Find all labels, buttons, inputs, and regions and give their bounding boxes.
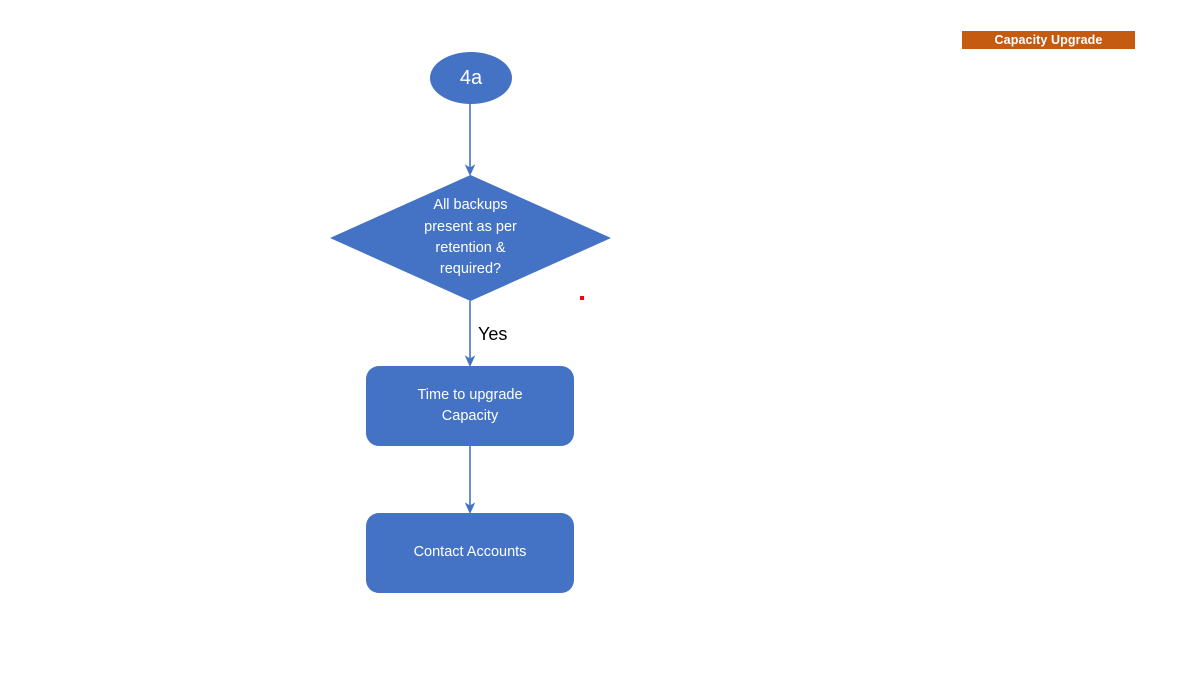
- stray-red-mark: [580, 296, 584, 300]
- node-decision-all-backups[interactable]: All backups present as per retention & r…: [330, 175, 611, 301]
- edge-label-yes: Yes: [478, 324, 508, 344]
- node-start-label: 4a: [459, 67, 483, 89]
- node-decision-label: All backups present as per retention & r…: [424, 197, 517, 278]
- node-accounts-label: Contact Accounts: [413, 544, 527, 561]
- capacity-upgrade-banner: Capacity Upgrade: [962, 31, 1135, 49]
- node-upgrade-label: Time to upgrade Capacity: [417, 386, 523, 424]
- node-start-4a[interactable]: 4a: [430, 52, 512, 104]
- diamond-shape: [330, 175, 611, 301]
- node-time-to-upgrade-capacity[interactable]: Time to upgrade Capacity: [366, 366, 574, 446]
- node-contact-accounts[interactable]: Contact Accounts: [366, 513, 574, 593]
